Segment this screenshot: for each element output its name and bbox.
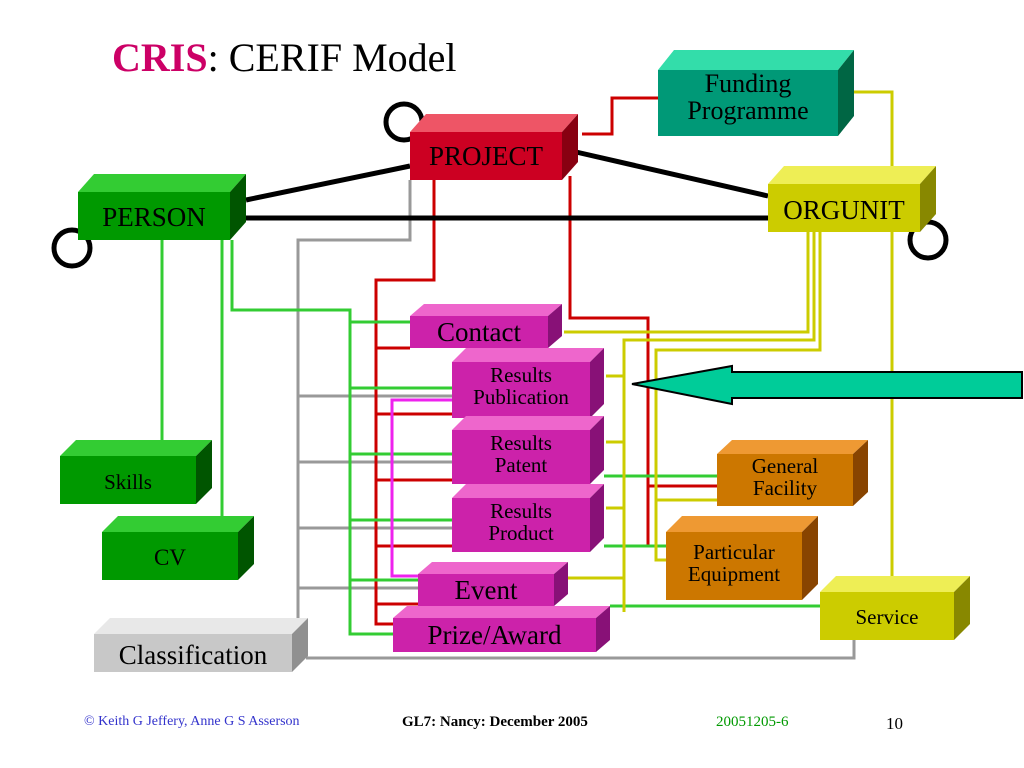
core-relationships — [245, 149, 769, 221]
title-highlight: CRIS — [112, 35, 208, 80]
prize-label: Prize/Award — [427, 620, 562, 650]
facility-label-line1: General — [751, 454, 819, 478]
person-recursion-circle — [51, 227, 93, 269]
equipment-label-line1: Particular — [693, 540, 775, 564]
page-number: 10 — [886, 714, 903, 733]
event-box — [418, 562, 568, 606]
patent-label-line1: Results — [490, 431, 552, 455]
footer-copyright: © Keith G Jeffery, Anne G S Asserson — [84, 714, 300, 729]
classification-box — [94, 618, 308, 672]
footer-event: GL7: Nancy: December 2005 — [402, 714, 588, 730]
orgunit-box — [768, 166, 936, 232]
pointer-arrow — [631, 364, 1023, 406]
person-box — [78, 174, 246, 240]
product-box — [452, 484, 604, 552]
person-connectors — [160, 240, 820, 636]
cv-box — [102, 516, 254, 580]
person-label: PERSON — [102, 202, 206, 232]
funding-label-line1: Funding — [704, 69, 792, 98]
service-box — [820, 576, 970, 640]
project-label: PROJECT — [428, 141, 544, 171]
patent-label: Results Patent — [452, 432, 590, 476]
cv-label: CV — [154, 545, 186, 570]
project-orgunit-link — [575, 149, 769, 199]
event-label: Event — [454, 575, 518, 605]
classification-label: Classification — [118, 640, 268, 670]
equipment-label: Particular Equipment — [666, 541, 802, 585]
event-connector — [390, 398, 452, 578]
slide-title: CRIS: CERIF Model — [112, 34, 457, 81]
equipment-box — [666, 516, 818, 600]
service-label: Service — [855, 605, 919, 629]
funding-label: Funding Programme — [658, 70, 838, 125]
facility-label: General Facility — [717, 455, 853, 499]
orgunit-label: ORGUNIT — [783, 195, 905, 225]
facility-box — [717, 440, 868, 506]
contact-box — [410, 304, 562, 348]
orgunit-connectors — [564, 90, 894, 612]
project-connectors — [374, 96, 717, 626]
funding-label-line2: Programme — [687, 96, 809, 126]
person-project-link — [245, 163, 411, 203]
funding-box — [658, 50, 854, 136]
footer-code: 20051205-6 — [716, 714, 789, 730]
product-label-line2: Product — [488, 521, 554, 546]
product-label-line1: Results — [490, 499, 552, 523]
publication-label-line1: Results — [490, 363, 552, 387]
contact-label: Contact — [437, 317, 521, 347]
equipment-label-line2: Equipment — [687, 562, 781, 587]
title-rest: : CERIF Model — [207, 35, 457, 80]
publication-label-line2: Publication — [473, 385, 569, 410]
prize-box — [393, 606, 610, 652]
skills-box — [60, 440, 212, 504]
patent-label-line2: Patent — [494, 453, 548, 478]
facility-label-line2: Facility — [752, 476, 818, 501]
project-box — [410, 114, 578, 180]
patent-box — [452, 416, 604, 484]
product-label: Results Product — [452, 500, 590, 544]
publication-box — [452, 348, 604, 418]
publication-label: Results Publication — [452, 364, 590, 408]
skills-label: Skills — [104, 470, 152, 494]
